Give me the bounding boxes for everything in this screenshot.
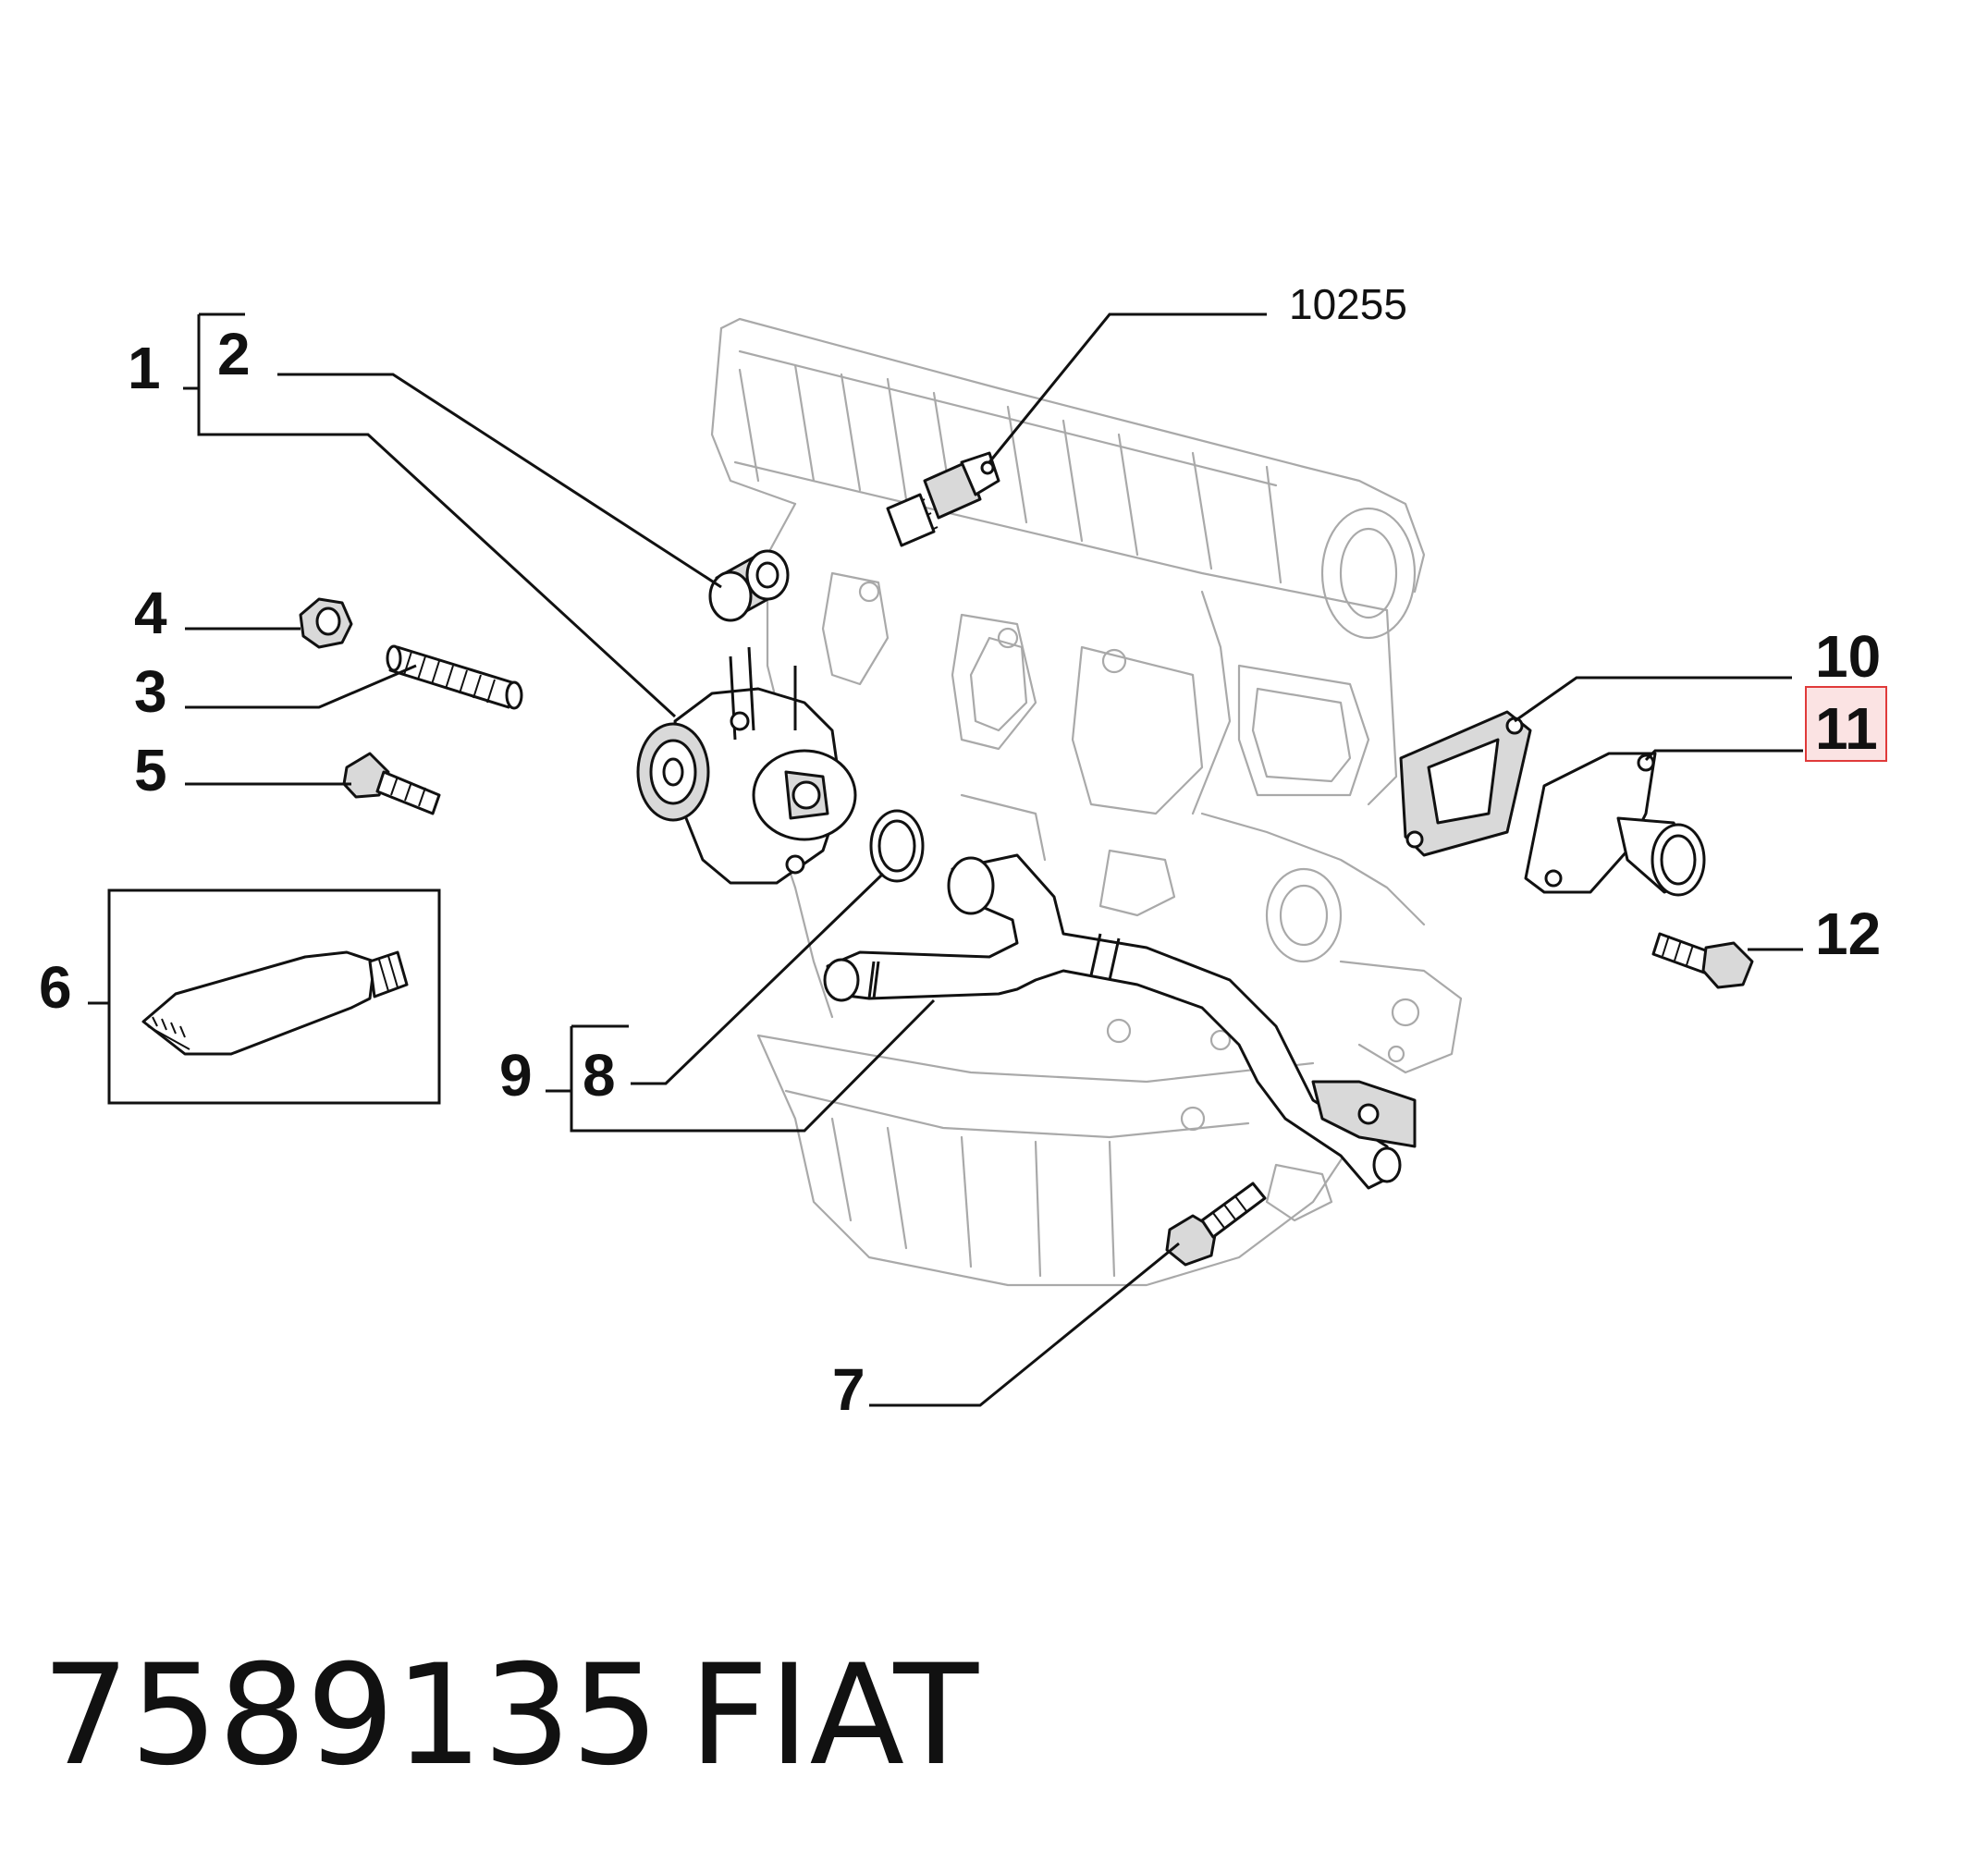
- callout-8[interactable]: 8: [583, 1042, 616, 1109]
- callout-10255[interactable]: 10255: [1289, 280, 1407, 328]
- callout-1[interactable]: 1: [128, 335, 161, 401]
- callout-7[interactable]: 7: [832, 1356, 865, 1423]
- sealant-frame: [107, 888, 441, 1105]
- callout-2[interactable]: 2: [217, 321, 251, 387]
- nut-part[interactable]: [299, 597, 353, 649]
- water-pump-part[interactable]: [636, 646, 857, 885]
- leader-lines: [88, 312, 1803, 1407]
- sealant-tube-part[interactable]: [141, 950, 409, 1056]
- o-ring-part[interactable]: [869, 809, 925, 883]
- coolant-pipe-part[interactable]: [823, 853, 1417, 1190]
- bolt-part-5[interactable]: [342, 752, 441, 815]
- part-number: 7589135: [42, 1635, 659, 1796]
- callout-10[interactable]: 10: [1815, 623, 1881, 690]
- stud-part[interactable]: [386, 644, 523, 710]
- bolt-part-12[interactable]: [1651, 932, 1754, 989]
- gasket-part[interactable]: [1399, 710, 1532, 857]
- temperature-sensor-part[interactable]: [886, 451, 1000, 547]
- bearing-bushing-part[interactable]: [708, 549, 790, 622]
- callout-11[interactable]: 11: [1815, 695, 1878, 762]
- callout-5[interactable]: 5: [134, 737, 167, 803]
- callout-11-highlight: [1805, 686, 1887, 762]
- thermostat-cover-part[interactable]: [1524, 752, 1706, 897]
- callout-9[interactable]: 9: [499, 1042, 533, 1109]
- brand-name: FIAT: [689, 1635, 979, 1796]
- engine-block-outline: [710, 317, 1463, 1287]
- callout-3[interactable]: 3: [134, 658, 167, 725]
- callout-12[interactable]: 12: [1815, 900, 1881, 967]
- bolt-part-7[interactable]: [1165, 1182, 1267, 1267]
- callout-6[interactable]: 6: [39, 954, 72, 1021]
- callout-4[interactable]: 4: [134, 580, 167, 646]
